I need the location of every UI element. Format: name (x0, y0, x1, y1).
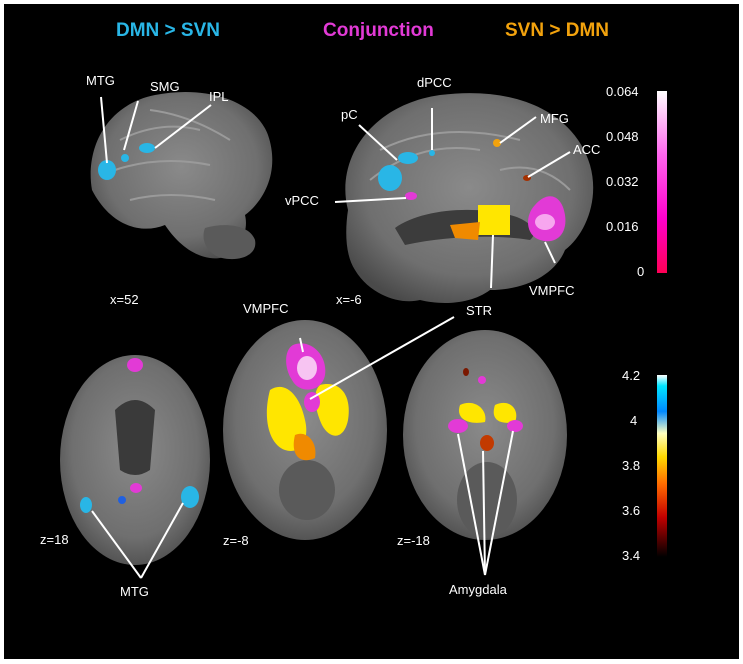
brain-sagittal-medial (345, 93, 594, 303)
cb2-tick-2: 3.8 (622, 458, 641, 473)
cb1-tick-4: 0 (637, 264, 645, 279)
label-vmpfc-axial: VMPFC (243, 301, 289, 316)
ipl-activation (139, 143, 155, 153)
label-smg: SMG (150, 79, 180, 94)
label-pc: pC (341, 107, 358, 122)
label-amygdala: Amygdala (449, 582, 507, 597)
coord-z-8: z=-8 (223, 533, 249, 548)
cb2-tick-4: 3.4 (622, 548, 641, 563)
cb2-tick-3: 3.6 (622, 503, 641, 518)
label-mtg-bottom: MTG (120, 584, 149, 599)
brain-axial-z-18 (403, 330, 567, 540)
amygdala-right-activation (507, 420, 523, 432)
coord-z18: z=18 (40, 532, 69, 547)
str-activation (478, 205, 510, 235)
pc-activation (378, 165, 402, 191)
cb1-tick-1: 0.048 (606, 129, 639, 144)
label-vpcc: vPCC (285, 193, 319, 208)
cb1-tick-3: 0.016 (606, 219, 639, 234)
coord-x52: x=52 (110, 292, 139, 307)
header-conjunction: Conjunction (323, 20, 434, 41)
cb1-tick-0: 0.064 (606, 84, 639, 99)
header-dmn-gt-svn: DMN > SVN (116, 20, 220, 41)
header-svn-gt-dmn: SVN > DMN (505, 20, 609, 41)
coord-z-18: z=-18 (397, 533, 430, 548)
colorbar-conjunction (657, 91, 667, 273)
leader-lines (91, 96, 571, 579)
label-acc: ACC (573, 142, 601, 157)
colorbar-contrast (657, 375, 667, 557)
mtg-activation (98, 160, 116, 180)
amygdala-left-activation (448, 419, 468, 433)
label-mfg: MFG (540, 111, 569, 126)
vpcc-activation (405, 192, 417, 200)
label-ipl: IPL (209, 89, 229, 104)
coord-x-6: x=-6 (336, 292, 362, 307)
label-str: STR (466, 303, 492, 318)
cb2-tick-1: 4 (630, 413, 638, 428)
brain-axial-z-8 (223, 320, 387, 540)
label-mtg-top: MTG (86, 73, 115, 88)
mtg-right-activation (181, 486, 199, 508)
cb1-tick-2: 0.032 (606, 174, 639, 189)
label-dpcc: dPCC (417, 75, 452, 90)
label-vmpfc-sag: VMPFC (529, 283, 575, 298)
brain-axial-z18 (60, 355, 210, 565)
mtg-left-activation (80, 497, 92, 513)
brain-sagittal-lateral (90, 91, 273, 260)
cb2-tick-0: 4.2 (622, 368, 641, 383)
